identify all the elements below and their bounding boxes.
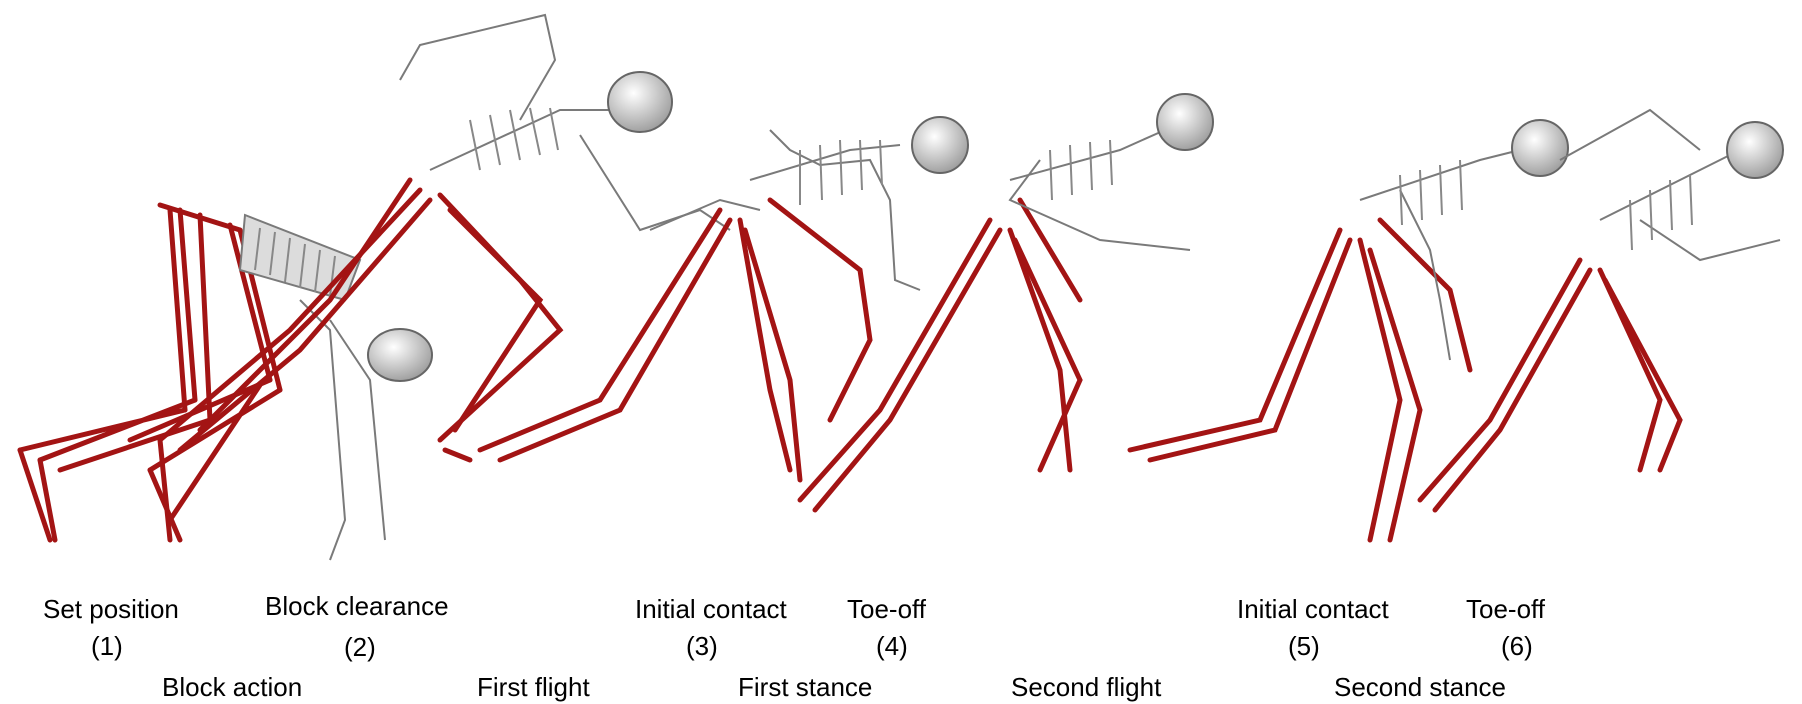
- number-initial-contact-2: (5): [1288, 633, 1320, 659]
- phase-block-action: Block action: [162, 674, 302, 700]
- number-initial-contact-1: (3): [686, 633, 718, 659]
- skeleton-initial-contact-2: [1130, 120, 1568, 540]
- skull-5: [1512, 120, 1568, 176]
- label-initial-contact-1: Initial contact: [635, 596, 787, 622]
- skull-6: [1727, 122, 1783, 178]
- phase-second-stance: Second stance: [1334, 674, 1506, 700]
- number-toe-off-1: (4): [876, 633, 908, 659]
- skeleton-initial-contact-1: [480, 117, 968, 480]
- number-toe-off-2: (6): [1501, 633, 1533, 659]
- label-set-position: Set position: [43, 596, 179, 622]
- skull-4: [1157, 94, 1213, 150]
- skull-1: [368, 329, 432, 381]
- number-set-position: (1): [91, 633, 123, 659]
- skull-3: [912, 117, 968, 173]
- phase-first-stance: First stance: [738, 674, 872, 700]
- phase-first-flight: First flight: [477, 674, 590, 700]
- number-block-clearance: (2): [344, 634, 376, 660]
- label-toe-off-1: Toe-off: [847, 596, 926, 622]
- skeleton-toe-off-2: [1420, 110, 1783, 510]
- skull-2: [608, 72, 672, 132]
- phase-second-flight: Second flight: [1011, 674, 1161, 700]
- label-toe-off-2: Toe-off: [1466, 596, 1545, 622]
- label-initial-contact-2: Initial contact: [1237, 596, 1389, 622]
- label-block-clearance: Block clearance: [265, 593, 449, 619]
